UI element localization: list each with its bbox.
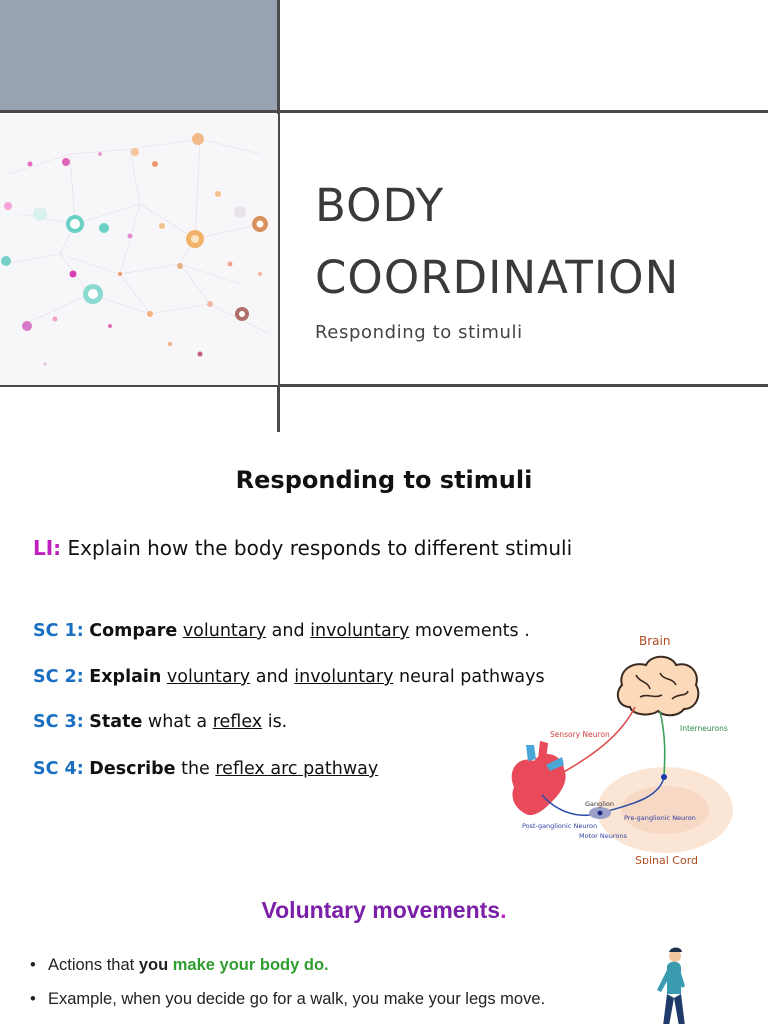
spinal-cord-label: Spinal Cord <box>635 854 698 864</box>
learning-intention: LI: Explain how the body responds to dif… <box>33 536 572 560</box>
sc-text: neural pathways <box>393 667 545 687</box>
voluntary-movements-slide: Voluntary movements. • Actions that you m… <box>0 864 768 1024</box>
bullet-text: Example, when you decide go for a walk, … <box>48 990 546 1008</box>
success-criterion-4: SC 4: Describe the reflex arc pathway <box>33 759 378 779</box>
sensory-neuron-path <box>561 706 636 774</box>
interneurons-label: Interneurons <box>680 724 728 733</box>
sc-term: involuntary <box>294 667 394 687</box>
title-slide: BODY COORDINATION Responding to stimuli <box>0 0 768 432</box>
slide-title: BODY COORDINATION <box>315 170 679 314</box>
brain-icon <box>616 655 700 717</box>
objectives-title: Responding to stimuli <box>235 466 533 494</box>
voluntary-title-dot: . <box>500 897 507 923</box>
sc-label: SC 3: <box>33 712 84 732</box>
sc-term: voluntary <box>182 621 267 641</box>
network-dots-illustration <box>0 114 278 385</box>
heart-icon <box>511 741 566 816</box>
spinal-cord-inner <box>621 786 709 834</box>
post-ganglionic-label: Post-ganglionic Neuron <box>522 822 597 830</box>
title-line-1: BODY <box>315 179 445 232</box>
bullet-dot-icon: • <box>30 956 36 974</box>
sc-label: SC 1: <box>33 621 84 641</box>
sc-term: reflex arc pathway <box>215 759 379 779</box>
bullet-dot-icon: • <box>30 990 36 1008</box>
sc-text: what a <box>142 712 213 732</box>
motor-neurons-label: Motor Neurons <box>579 832 627 840</box>
sc-label: SC 2: <box>33 667 84 687</box>
bullet-bold-text: you <box>138 956 169 974</box>
bullet-text: Actions that <box>48 956 139 974</box>
sc-text: the <box>175 759 216 779</box>
brain-label: Brain <box>639 634 670 648</box>
interneuron-path <box>659 710 666 778</box>
sc-term: reflex <box>212 712 263 732</box>
sc-text: movements . <box>409 621 530 641</box>
bullet-highlight: make your body do. <box>172 956 329 974</box>
li-label: LI: <box>33 536 62 560</box>
sc-text: and <box>250 667 295 687</box>
voluntary-title-text: Voluntary movements <box>261 897 501 923</box>
sc-verb: Describe <box>89 759 176 779</box>
success-criterion-2: SC 2: Explain voluntary and involuntary … <box>33 667 545 687</box>
success-criterion-3: SC 3: State what a reflex is. <box>33 712 287 732</box>
top-divider-line <box>0 110 768 113</box>
gray-header-block <box>0 0 278 111</box>
bullet-item-2: • Example, when you decide go for a walk,… <box>30 990 545 1009</box>
sc-verb: State <box>89 712 143 732</box>
neural-pathway-diagram: Brain Sensory Neuron Interneurons Gangli… <box>511 634 733 864</box>
sc-verb: Explain <box>89 667 162 687</box>
sc-text: is. <box>262 712 288 732</box>
sc-term: voluntary <box>166 667 251 687</box>
bottom-divider-line <box>0 384 768 387</box>
sc-label: SC 4: <box>33 759 84 779</box>
li-text: Explain how the body responds to differe… <box>61 536 573 560</box>
network-dots-graphic <box>1 133 271 366</box>
sc-term: involuntary <box>310 621 410 641</box>
success-criterion-1: SC 1: Compare voluntary and involuntary … <box>33 621 530 641</box>
pre-ganglionic-path <box>599 776 665 814</box>
bullet-item-1: • Actions that you make your body do. <box>30 956 329 975</box>
walking-person-icon <box>657 947 685 1024</box>
sensory-neuron-label: Sensory Neuron <box>550 730 610 739</box>
title-line-2: COORDINATION <box>315 251 680 304</box>
voluntary-title: Voluntary movements. <box>0 897 768 924</box>
pre-ganglionic-label: Pre-ganglionic Neuron <box>624 814 696 822</box>
slide-subtitle: Responding to stimuli <box>315 322 523 343</box>
ganglion-label: Ganglion <box>585 800 614 808</box>
sc-verb: Compare <box>89 621 178 641</box>
vertical-divider-line <box>277 0 280 432</box>
objectives-slide: Responding to stimuli LI: Explain how th… <box>0 432 768 864</box>
sc-text: and <box>266 621 311 641</box>
